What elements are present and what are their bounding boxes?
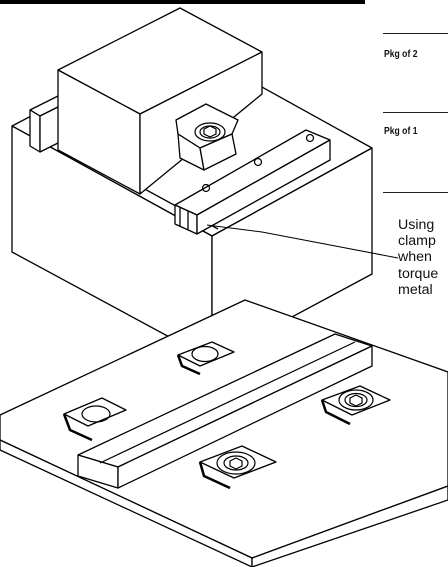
hex-socket-icon xyxy=(230,458,242,469)
rail-hole-1 xyxy=(307,135,314,142)
description-line-4: torque xyxy=(398,265,439,282)
clamp-side xyxy=(200,134,236,170)
table-rule-2 xyxy=(383,112,448,113)
table-rule-3 xyxy=(383,192,448,193)
description-line-1: Using xyxy=(398,217,435,233)
pocket-right xyxy=(322,386,390,415)
pkg-label-b: Pkg of 1 xyxy=(384,125,418,137)
screw-back xyxy=(192,347,218,362)
pkg-label-a: Pkg of 2 xyxy=(384,48,418,60)
hex-socket-icon xyxy=(350,395,362,406)
screw-left xyxy=(82,406,110,422)
description-line-5: metal xyxy=(398,281,433,298)
description-line-2: clamp xyxy=(398,233,436,250)
callout-leader-line xyxy=(206,224,399,259)
rail-hole-2 xyxy=(255,159,262,166)
clamp-screw-outer xyxy=(195,123,225,141)
rail-hole-3 xyxy=(203,185,210,192)
description-line-3: when xyxy=(398,249,432,266)
screw-front xyxy=(217,452,255,474)
bar-front xyxy=(118,346,372,488)
screw-right xyxy=(339,390,373,410)
plate-front-edge xyxy=(0,440,252,567)
table-rule-1 xyxy=(383,33,448,34)
pocket-left xyxy=(64,398,126,426)
pocket-front xyxy=(200,446,276,478)
top-rule xyxy=(0,0,365,4)
description-text: Using clamp when torque metal xyxy=(398,217,448,298)
bar-edge-line xyxy=(100,342,355,463)
hex-socket-icon xyxy=(204,126,216,137)
plate-side-edge xyxy=(252,486,448,567)
rail-side xyxy=(197,140,330,234)
